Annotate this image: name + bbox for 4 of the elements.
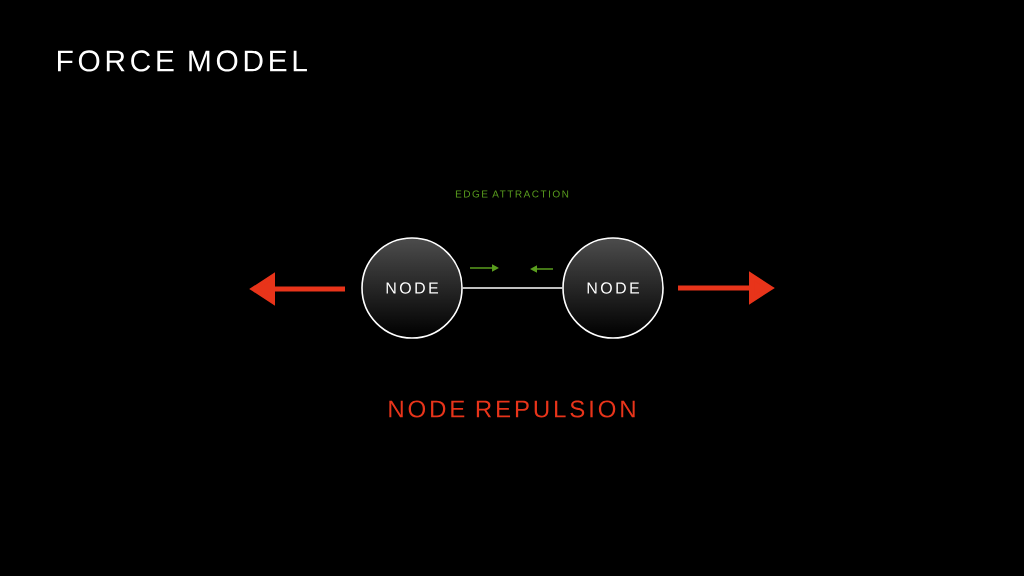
force-label: EDGE ATTRACTION bbox=[455, 190, 569, 198]
slide-title: FORCE MODEL bbox=[58, 50, 307, 72]
connector-line bbox=[462, 287, 563, 289]
force-label: NODE REPULSION bbox=[389, 400, 635, 418]
